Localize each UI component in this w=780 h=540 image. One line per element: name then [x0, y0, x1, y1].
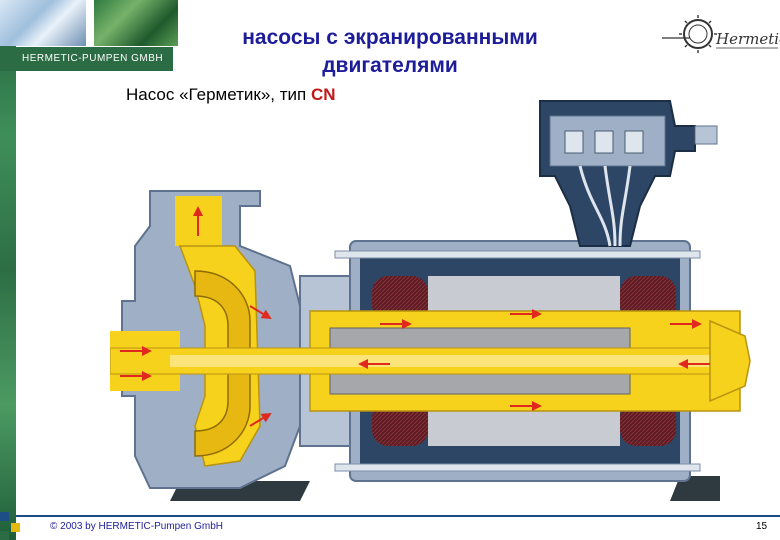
- impeller: [194, 270, 251, 457]
- decorative-side-strip: [0, 0, 16, 540]
- stator-winding: [372, 276, 428, 321]
- header-photo-sky: [0, 0, 86, 46]
- cable-lead: [618, 165, 632, 247]
- stator-winding: [620, 276, 676, 321]
- slide-title: насосы с экранированными двигателями: [200, 24, 580, 80]
- stator-core-light: [428, 411, 620, 446]
- hermetic-logo-icon: Hermetic: [662, 15, 780, 53]
- flow-arrow-icon: [120, 206, 710, 427]
- cable-lead: [603, 165, 617, 247]
- footer-rule: [16, 515, 780, 517]
- cable-lead: [578, 165, 612, 247]
- cable-gland: [694, 125, 718, 145]
- shaft-bore: [170, 355, 730, 367]
- copyright-notice: © 2003 by HERMETIC-Pumpen GmbH: [50, 521, 223, 532]
- slide-subtitle: Насос «Герметик», тип CN: [126, 85, 336, 105]
- motor-foot: [670, 476, 720, 501]
- tie-rod-bottom: [334, 463, 701, 472]
- stator-winding: [620, 401, 676, 446]
- slide-title-line-1: насосы с экранированными: [242, 26, 538, 49]
- rear-bearing-cap: [709, 319, 751, 403]
- header-photo-foliage: [94, 0, 178, 46]
- company-name-bar: HERMETIC-PUMPEN GMBH: [0, 47, 173, 71]
- tie-rod-top: [334, 250, 701, 259]
- subtitle-type-code: CN: [310, 85, 336, 104]
- terminal-block: [564, 130, 644, 154]
- pump-cutaway-diagram: [110, 100, 751, 501]
- stator-core-light: [428, 276, 620, 311]
- stator-winding: [372, 401, 428, 446]
- logo-wordmark: Hermetic: [715, 30, 780, 48]
- page-number: 15: [756, 521, 768, 532]
- company-name: HERMETIC-PUMPEN GMBH: [22, 53, 164, 64]
- subtitle-text: Насос «Герметик», тип: [126, 85, 311, 104]
- footer-decoration: [0, 512, 20, 540]
- slide-title-line-2: двигателями: [322, 54, 458, 77]
